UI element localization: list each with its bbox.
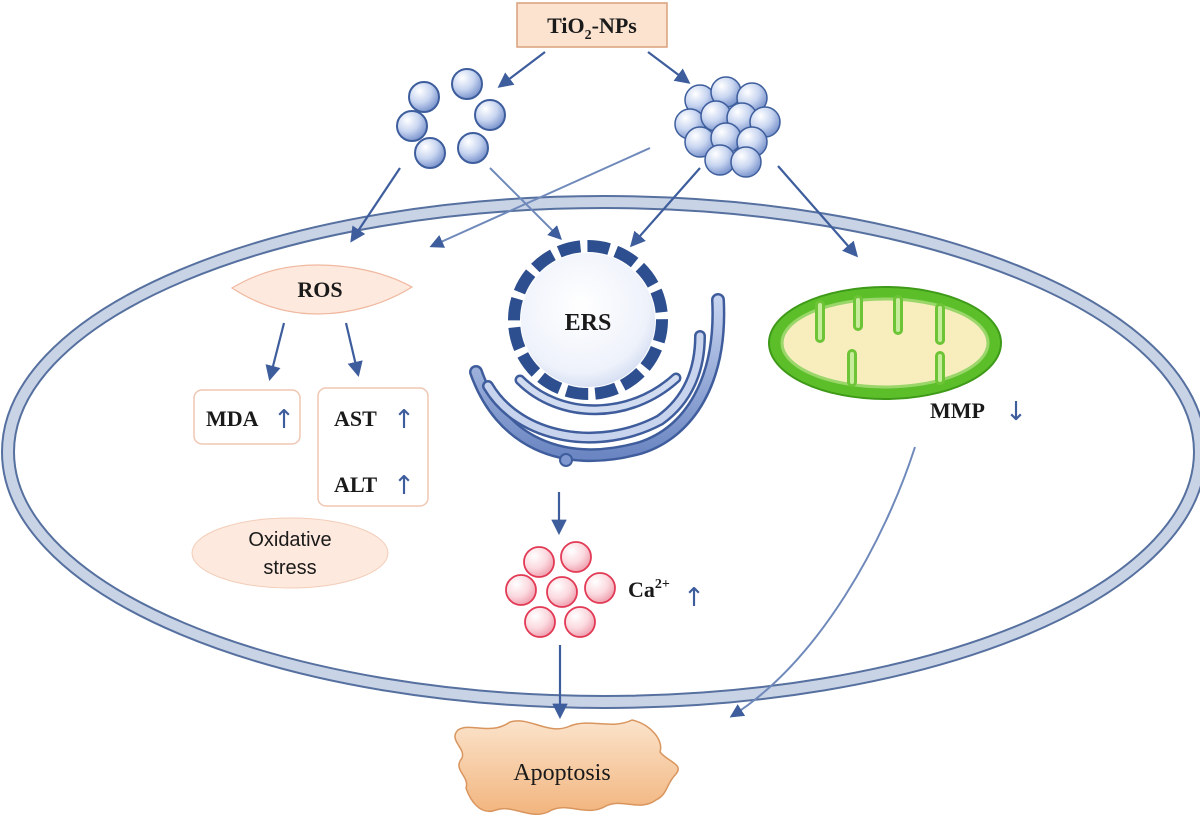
tio2-nps-box: TiO2-NPs bbox=[516, 2, 668, 48]
mitochondrion bbox=[768, 286, 1002, 400]
arrow-ros-to-mda bbox=[265, 322, 286, 381]
arrow-aggregated-to-mito bbox=[777, 165, 859, 258]
arrow-dispersed-to-ers bbox=[489, 167, 562, 240]
arrow-aggregated-to-ros bbox=[429, 147, 651, 248]
arrow-ros-to-ast bbox=[344, 322, 363, 377]
oxidative-label-line2: stress bbox=[263, 557, 316, 579]
ast-alt-box: AST ↑ ALT ↑ bbox=[317, 387, 429, 507]
oxidative-label-line1: Oxidative bbox=[248, 529, 331, 551]
arrow-to-dispersed bbox=[497, 51, 546, 88]
alt-label: ALT bbox=[334, 472, 378, 497]
tio2-nps-label: TiO2-NPs bbox=[547, 13, 637, 43]
mda-box: MDA ↑ bbox=[193, 389, 301, 445]
ast-label: AST bbox=[334, 406, 377, 431]
mmp-down-arrow-icon: ↓ bbox=[1005, 397, 1027, 427]
alt-up-arrow-icon: ↑ bbox=[393, 471, 415, 501]
mda-label: MDA bbox=[206, 406, 259, 431]
mda-up-arrow-icon: ↑ bbox=[273, 405, 295, 435]
calcium-cluster bbox=[505, 541, 616, 638]
cell-membrane bbox=[1, 195, 1200, 709]
arrow-mmp-to-apoptosis bbox=[729, 446, 916, 718]
ros-label: ROS bbox=[297, 277, 342, 302]
arrow-dispersed-to-ros bbox=[350, 167, 401, 243]
arrow-aggregated-to-ers bbox=[629, 167, 701, 248]
aggregated-nanoparticles bbox=[674, 76, 781, 178]
oxidative-stress-node: Oxidative stress bbox=[191, 517, 389, 589]
ers-label: ERS bbox=[565, 310, 612, 336]
ros-node: ROS bbox=[230, 264, 414, 315]
calcium-label: Ca2+ bbox=[628, 577, 670, 602]
calcium-up-arrow-icon: ↑ bbox=[683, 583, 705, 613]
apoptosis-label: Apoptosis bbox=[513, 760, 610, 786]
ers-node: ERS bbox=[507, 239, 669, 401]
mmp-label: MMP bbox=[930, 398, 985, 423]
endoplasmic-reticulum bbox=[469, 293, 726, 467]
dispersed-nanoparticles bbox=[396, 68, 506, 169]
arrow-to-aggregated bbox=[647, 51, 691, 84]
apoptosis-node: Apoptosis bbox=[454, 719, 679, 815]
ast-up-arrow-icon: ↑ bbox=[393, 405, 415, 435]
